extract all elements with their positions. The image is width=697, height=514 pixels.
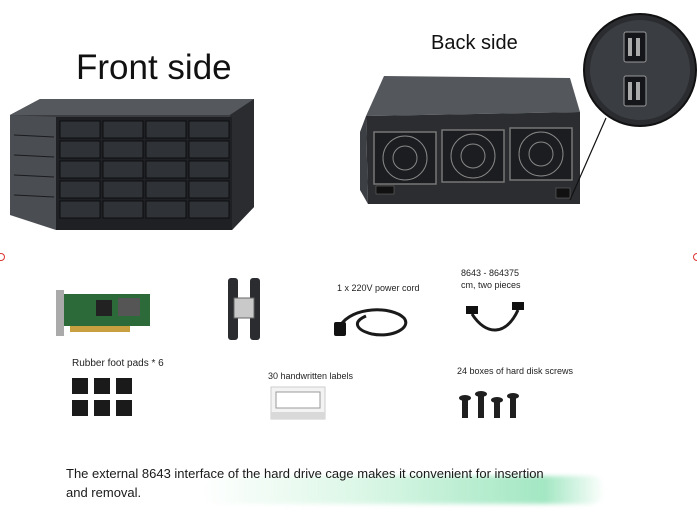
foot-pads-label: Rubber foot pads * 6 <box>72 358 164 369</box>
screws-label: 24 boxes of hard disk screws <box>457 366 574 376</box>
back-chassis-image <box>360 72 588 208</box>
caption-text: The external 8643 interface of the hard … <box>66 464 586 502</box>
edge-marker-right <box>693 253 697 261</box>
caption-line-1: The external 8643 interface of the hard … <box>66 466 544 481</box>
edge-marker-left <box>0 253 5 261</box>
front-chassis-image <box>10 97 255 237</box>
front-side-title: Front side <box>76 48 232 87</box>
cable-label-line2: cm, two pieces <box>461 280 521 290</box>
power-cord-image <box>332 296 414 344</box>
connector-zoom-callout <box>560 10 697 210</box>
sas-cable-image <box>466 296 526 346</box>
foot-pads-image <box>70 376 134 420</box>
handle-bracket-image <box>224 276 264 346</box>
caption-line-2: and removal. <box>66 485 142 500</box>
screws-image <box>458 388 524 422</box>
labels-item-label: 30 handwritten labels <box>268 371 354 381</box>
raid-card-image <box>56 284 156 342</box>
labels-image <box>270 386 326 420</box>
cable-label-line1: 8643 - 864375 <box>461 268 520 278</box>
caption-highlight-bar <box>200 476 605 504</box>
back-side-title: Back side <box>431 32 518 54</box>
power-cord-label: 1 x 220V power cord <box>337 283 420 293</box>
